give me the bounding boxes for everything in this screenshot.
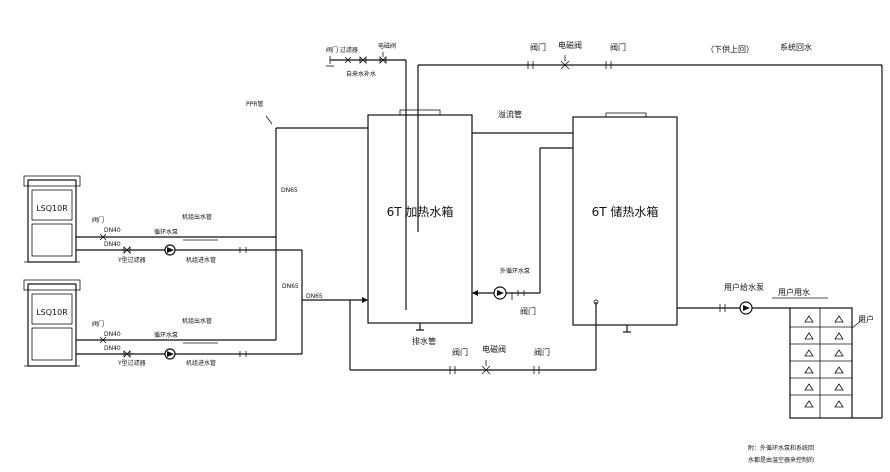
unit-2-dn40-out-label: DN40 bbox=[104, 331, 121, 338]
unit-1-dn40-in-label: DN40 bbox=[104, 241, 121, 248]
supply-note-label: （下供上回） bbox=[706, 44, 754, 54]
ppr-pipe-label: PPR管 bbox=[246, 100, 263, 108]
unit-2-piping: 阀门 DN40 DN40 机组出水管 循环水泵 机组进水管 Y型过滤器 bbox=[76, 317, 302, 367]
top-solenoid-label: 电磁阀 bbox=[378, 42, 396, 50]
user-supply: 用户给水泵 用户用水 bbox=[677, 282, 828, 315]
user-water-label: 用户用水 bbox=[778, 287, 810, 297]
unit-2-inlet-pipe-label: 机组进水管 bbox=[186, 359, 216, 367]
storage-tank: 6T 储热水箱 bbox=[572, 112, 678, 333]
bottom-valve-1-label: 阀门 bbox=[452, 347, 468, 357]
unit-1-circ-pump-label: 循环水泵 bbox=[154, 228, 178, 236]
unit-1-model-label: LSQ10R bbox=[36, 204, 68, 213]
user-label: 用户 bbox=[858, 314, 874, 324]
unit-2-y-filter-icon bbox=[123, 350, 131, 358]
heat-tank-label: 6T 加热水箱 bbox=[387, 204, 454, 219]
unit-1-valve-label: 阀门 bbox=[92, 216, 104, 224]
ext-valve-label: 阀门 bbox=[520, 306, 536, 316]
unit-2-valve-label: 阀门 bbox=[92, 320, 104, 328]
bottom-solenoid-label: 电磁阀 bbox=[482, 344, 506, 354]
unit-1-y-filter-icon bbox=[123, 246, 131, 254]
unit-2-outlet-pipe-label: 机组出水管 bbox=[182, 317, 212, 325]
unit-2-valve-icon bbox=[99, 336, 107, 344]
heat-tank: 6T 加热水箱 排水管 bbox=[367, 60, 473, 346]
system-return-loop: 阀门 电磁阀 阀门 （下供上回） 系统回水 bbox=[417, 40, 883, 419]
bottom-transfer-line: 阀门 电磁阀 阀门 bbox=[349, 300, 597, 375]
system-return-label: 系统回水 bbox=[780, 42, 812, 52]
top-valve-filter-label: 阀门 过滤器 bbox=[326, 46, 358, 54]
storage-tank-label: 6T 储热水箱 bbox=[592, 204, 659, 219]
dn65-label-c: DN65 bbox=[306, 293, 323, 300]
footnote: 附：外循环水泵和系统回 水都是由温空器来控制的 bbox=[748, 444, 814, 464]
external-circulation-pump: 外循环水泵 阀门 bbox=[472, 267, 536, 316]
unit-2-y-filter-label: Y型过滤器 bbox=[117, 359, 146, 367]
unit-1-outlet-pipe-label: 机组出水管 bbox=[182, 213, 212, 221]
unit-1-y-filter-label: Y型过滤器 bbox=[117, 256, 146, 264]
tap-water-inlet: 阀门 过滤器 电磁阀 自来水补水 bbox=[326, 42, 406, 78]
dn65-label-a: DN65 bbox=[281, 187, 298, 194]
unit-1-valve-icon bbox=[99, 233, 107, 241]
note-line-2: 水都是由温空器来控制的 bbox=[748, 456, 814, 464]
unit-1-dn40-out-label: DN40 bbox=[104, 227, 121, 234]
top-solenoid-valve-label: 电磁阀 bbox=[558, 40, 582, 50]
unit-1-inlet-pipe-label: 机组进水管 bbox=[186, 256, 216, 264]
overflow-pipe-label: 溢流管 bbox=[498, 109, 522, 119]
heat-pump-unit-1: LSQ10R bbox=[23, 175, 81, 263]
unit-2-circ-pump-label: 循环水泵 bbox=[154, 331, 178, 339]
unit-2-dn40-in-label: DN40 bbox=[104, 345, 121, 352]
bottom-valve-2-label: 阀门 bbox=[534, 347, 550, 357]
heat-pump-unit-2: LSQ10R bbox=[23, 279, 81, 367]
overflow-pipe: 溢流管 bbox=[472, 109, 573, 294]
drain-pipe-label: 排水管 bbox=[412, 336, 436, 346]
ext-pump-label: 外循环水泵 bbox=[500, 267, 530, 275]
top-valve-1-label: 阀门 bbox=[530, 42, 546, 52]
unit-2-model-label: LSQ10R bbox=[36, 308, 68, 317]
tap-water-inlet-label: 自来水补水 bbox=[346, 70, 376, 78]
unit-1-piping: 阀门 DN40 DN40 机组出水管 循环水泵 机组进水管 Y型过滤器 bbox=[76, 213, 302, 264]
note-line-1: 附：外循环水泵和系统回 bbox=[748, 444, 814, 452]
user-supply-pump-label: 用户给水泵 bbox=[724, 282, 764, 292]
dn65-label-b: DN65 bbox=[282, 283, 299, 290]
top-valve-2-label: 阀门 bbox=[610, 42, 626, 52]
main-headers: DN65 DN65 DN65 PPR管 bbox=[246, 100, 368, 354]
user-building: 用户 bbox=[789, 307, 874, 419]
